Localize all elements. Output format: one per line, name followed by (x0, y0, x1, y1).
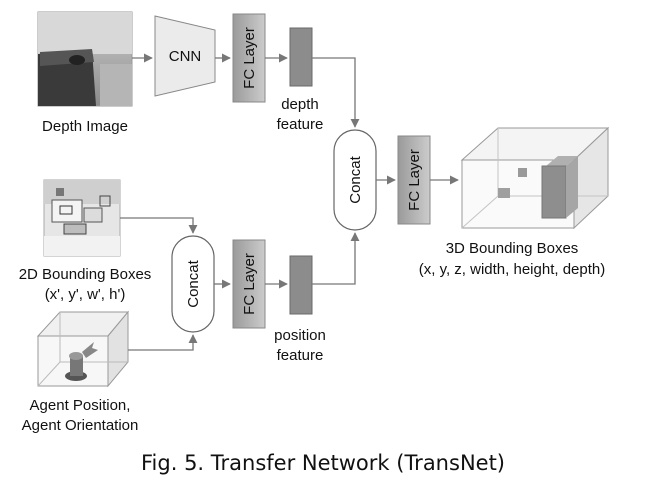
bounding-boxes-3d-label-line1: 3D Bounding Boxes (446, 240, 579, 257)
fc-layer-right (397, 135, 431, 225)
figure-caption: Fig. 5. Transfer Network (TransNet) (141, 451, 505, 475)
fc-layer-bottom-label: FC Layer (241, 253, 258, 315)
bounding-boxes-3d-illustration (460, 126, 610, 230)
depth-feature-label-line2: feature (277, 116, 324, 133)
fc-layer-top-label: FC Layer (241, 27, 258, 89)
bounding-boxes-2d-label-line1: 2D Bounding Boxes (19, 266, 152, 283)
depth-image-thumbnail (37, 11, 133, 107)
bounding-boxes-3d-label-line2: (x, y, z, width, height, depth) (419, 261, 605, 278)
fc-layer-right-label: FC Layer (406, 149, 423, 211)
agent-label-line2: Agent Orientation (22, 417, 139, 434)
position-feature-label-line1: position (274, 327, 326, 344)
cnn-label: CNN (169, 48, 202, 65)
cnn-block (154, 15, 216, 97)
depth-feature-label-line1: depth (281, 96, 319, 113)
arrow-agent-to-concat (128, 334, 198, 351)
depth-feature-bar (289, 27, 313, 87)
depth-image-label: Depth Image (42, 118, 128, 135)
arrow-position-feature-to-concat (312, 232, 360, 285)
position-feature-label-line2: feature (277, 347, 324, 364)
fc-layer-bottom (232, 239, 266, 329)
position-feature-bar (289, 255, 313, 315)
arrow-2d-boxes-to-concat (120, 217, 198, 234)
agent-label-line1: Agent Position, (30, 397, 131, 414)
concat-left-label: Concat (185, 259, 202, 307)
concat-right-label: Concat (347, 155, 364, 203)
arrow-depth-feature-to-concat (312, 57, 360, 128)
bounding-boxes-2d-thumbnail (43, 179, 121, 257)
agent-cube-illustration (36, 310, 130, 388)
flow-arrows (120, 53, 459, 351)
bounding-boxes-2d-label-line2: (x', y', w', h') (45, 286, 126, 303)
